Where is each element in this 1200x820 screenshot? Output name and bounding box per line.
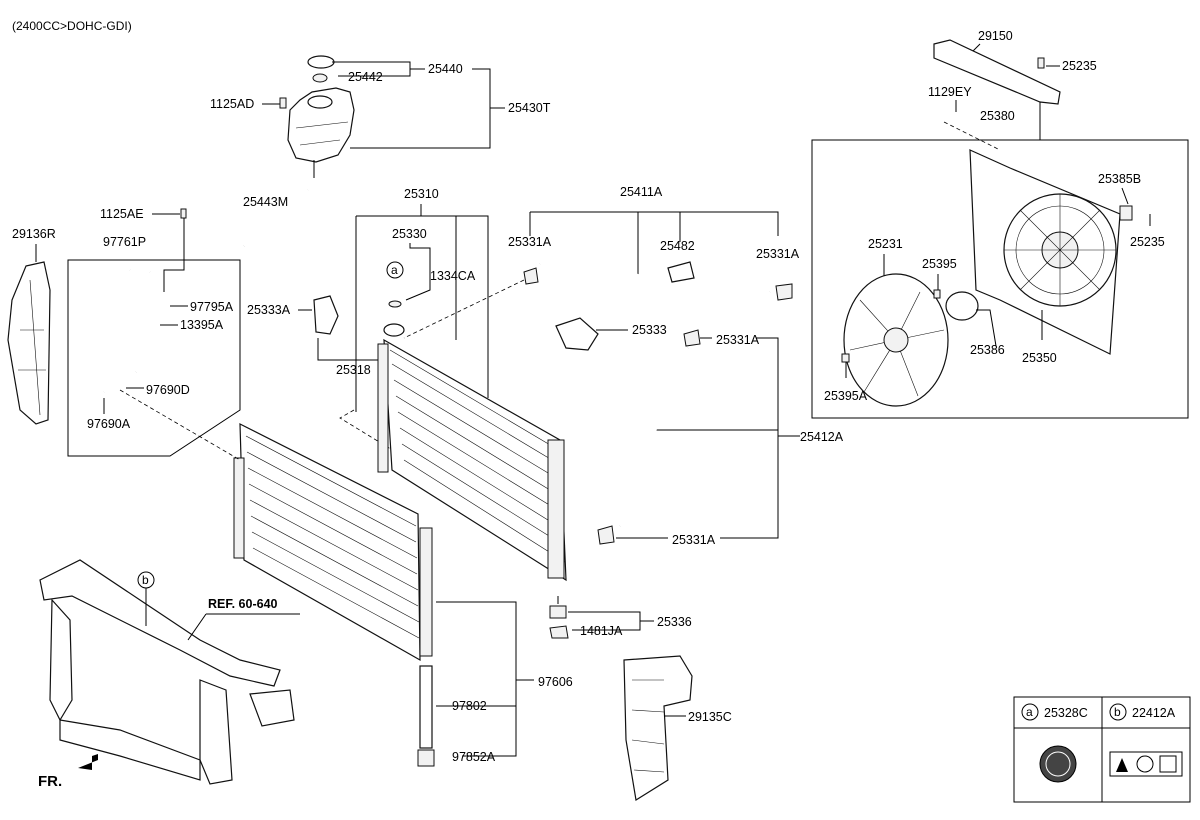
- radiator-core: [377, 338, 567, 582]
- label-1125AD: 1125AD: [210, 97, 254, 111]
- label-25442: 25442: [348, 70, 383, 84]
- label-25350: 25350: [1022, 351, 1057, 365]
- cap-seal-icon: [1039, 745, 1077, 783]
- label-25235-1: 25235: [1062, 59, 1097, 73]
- callout-a-circle: [386, 261, 404, 279]
- label-97802: 97802: [452, 699, 487, 713]
- label-1125AE: 1125AE: [100, 207, 144, 221]
- label-25411A: 25411A: [620, 185, 663, 199]
- label-25331A-4: 25331A: [672, 533, 716, 547]
- label-97852A: 97852A: [452, 750, 496, 764]
- label-29135C: 29135C: [688, 710, 732, 724]
- label-25395A: 25395A: [824, 389, 868, 403]
- legend-a-part: 25328C: [1044, 706, 1088, 720]
- label-25310: 25310: [404, 187, 439, 201]
- air-guard-right: [623, 655, 693, 801]
- label-25386: 25386: [970, 343, 1005, 357]
- legend-a-circle: [1021, 703, 1039, 721]
- label-1481JA: 1481JA: [580, 624, 623, 638]
- front-arrow-icon: [78, 754, 98, 770]
- label-25440: 25440: [428, 62, 463, 76]
- label-25331A-3: 25331A: [716, 333, 760, 347]
- label-29136R: 29136R: [12, 227, 56, 241]
- label-25443M: 25443M: [243, 195, 288, 209]
- label-97690A: 97690A: [87, 417, 131, 431]
- label-25331A-1: 25331A: [508, 235, 552, 249]
- label-25333A: 25333A: [247, 303, 291, 317]
- label-97690D: 97690D: [146, 383, 190, 397]
- label-25336: 25336: [657, 615, 692, 629]
- label-1129EY: 1129EY: [928, 85, 972, 99]
- label-25380: 25380: [980, 109, 1015, 123]
- label-13395A: 13395A: [180, 318, 224, 332]
- legend-b-part: 22412A: [1132, 706, 1176, 720]
- legend-a-letter: a: [1026, 705, 1033, 719]
- label-25235-2: 25235: [1130, 235, 1165, 249]
- label-25333: 25333: [632, 323, 667, 337]
- label-25430T: 25430T: [508, 101, 551, 115]
- front-carrier: [39, 559, 295, 785]
- legend-b-letter: b: [1114, 705, 1121, 719]
- legend-b-circle: [1109, 703, 1127, 721]
- label-25331A-2: 25331A: [756, 247, 800, 261]
- ref-label: REF. 60-640: [208, 597, 278, 611]
- label-25318: 25318: [336, 363, 371, 377]
- reservoir-tank: [287, 55, 355, 178]
- callout-a-letter: a: [391, 263, 398, 277]
- bolt-icon: [279, 97, 287, 109]
- label-25412A: 25412A: [800, 430, 844, 444]
- label-25395: 25395: [922, 257, 957, 271]
- label-25482: 25482: [660, 239, 695, 253]
- label-25385B: 25385B: [1098, 172, 1141, 186]
- engine-header: (2400CC>DOHC-GDI): [12, 19, 132, 33]
- label-29150: 29150: [978, 29, 1013, 43]
- air-guard-left: [7, 261, 51, 425]
- label-97795A: 97795A: [190, 300, 234, 314]
- label-25330: 25330: [392, 227, 427, 241]
- legend-table: a 25328C b 22412A: [1013, 696, 1191, 803]
- condenser: [233, 423, 433, 662]
- label-97606: 97606: [538, 675, 573, 689]
- label-97761P: 97761P: [103, 235, 146, 249]
- fr-label: FR.: [38, 773, 62, 790]
- label-25231: 25231: [868, 237, 903, 251]
- callout-b-letter: b: [142, 573, 149, 587]
- label-1334CA: 1334CA: [430, 269, 476, 283]
